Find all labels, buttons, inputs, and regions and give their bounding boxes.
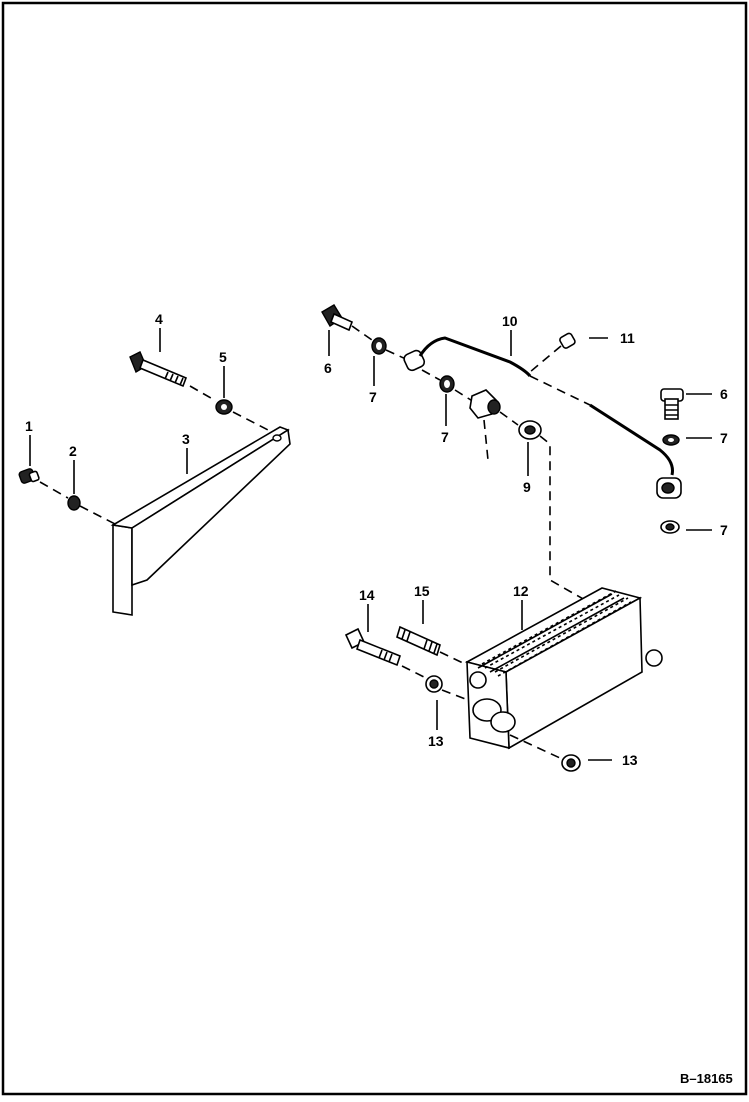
bolt-part-4 <box>129 351 188 388</box>
drawing-number: B–18165 <box>680 1071 733 1086</box>
callout-7-b: 7 <box>441 429 449 445</box>
stud-part-15 <box>396 625 441 657</box>
callout-7-d: 7 <box>720 522 728 538</box>
callout-1: 1 <box>25 418 33 434</box>
screw-part-1 <box>18 468 40 484</box>
callout-10: 10 <box>502 313 518 329</box>
leader-lines <box>29 328 712 761</box>
fitting-part-11 <box>529 332 576 373</box>
oil-cooler-part-12 <box>464 587 663 750</box>
callout-11: 11 <box>620 330 635 346</box>
callout-7-c: 7 <box>720 430 728 446</box>
banjo-bolt-part-6-right <box>660 388 684 420</box>
callout-6-left: 6 <box>324 360 332 376</box>
callout-2: 2 <box>69 443 77 459</box>
washer-part-2 <box>67 495 81 511</box>
callout-5: 5 <box>219 349 227 365</box>
callout-13-b: 13 <box>622 752 638 768</box>
callout-13-a: 13 <box>428 733 444 749</box>
callout-14: 14 <box>359 587 375 603</box>
callout-7-a: 7 <box>369 389 377 405</box>
banjo-bolt-part-6-left <box>321 304 354 332</box>
callout-4: 4 <box>155 311 163 327</box>
callout-9: 9 <box>523 479 531 495</box>
callout-6-right: 6 <box>720 386 728 402</box>
tube-part-10 <box>403 336 682 499</box>
adapter-fitting <box>469 389 501 461</box>
callout-15: 15 <box>414 583 430 599</box>
callout-12: 12 <box>513 583 529 599</box>
bolt-part-14 <box>344 627 401 667</box>
callout-labels: 1 2 3 4 5 6 6 7 7 7 7 9 10 11 12 13 13 1… <box>25 311 728 768</box>
callout-3: 3 <box>182 431 190 447</box>
bracket-part-3 <box>110 426 291 616</box>
